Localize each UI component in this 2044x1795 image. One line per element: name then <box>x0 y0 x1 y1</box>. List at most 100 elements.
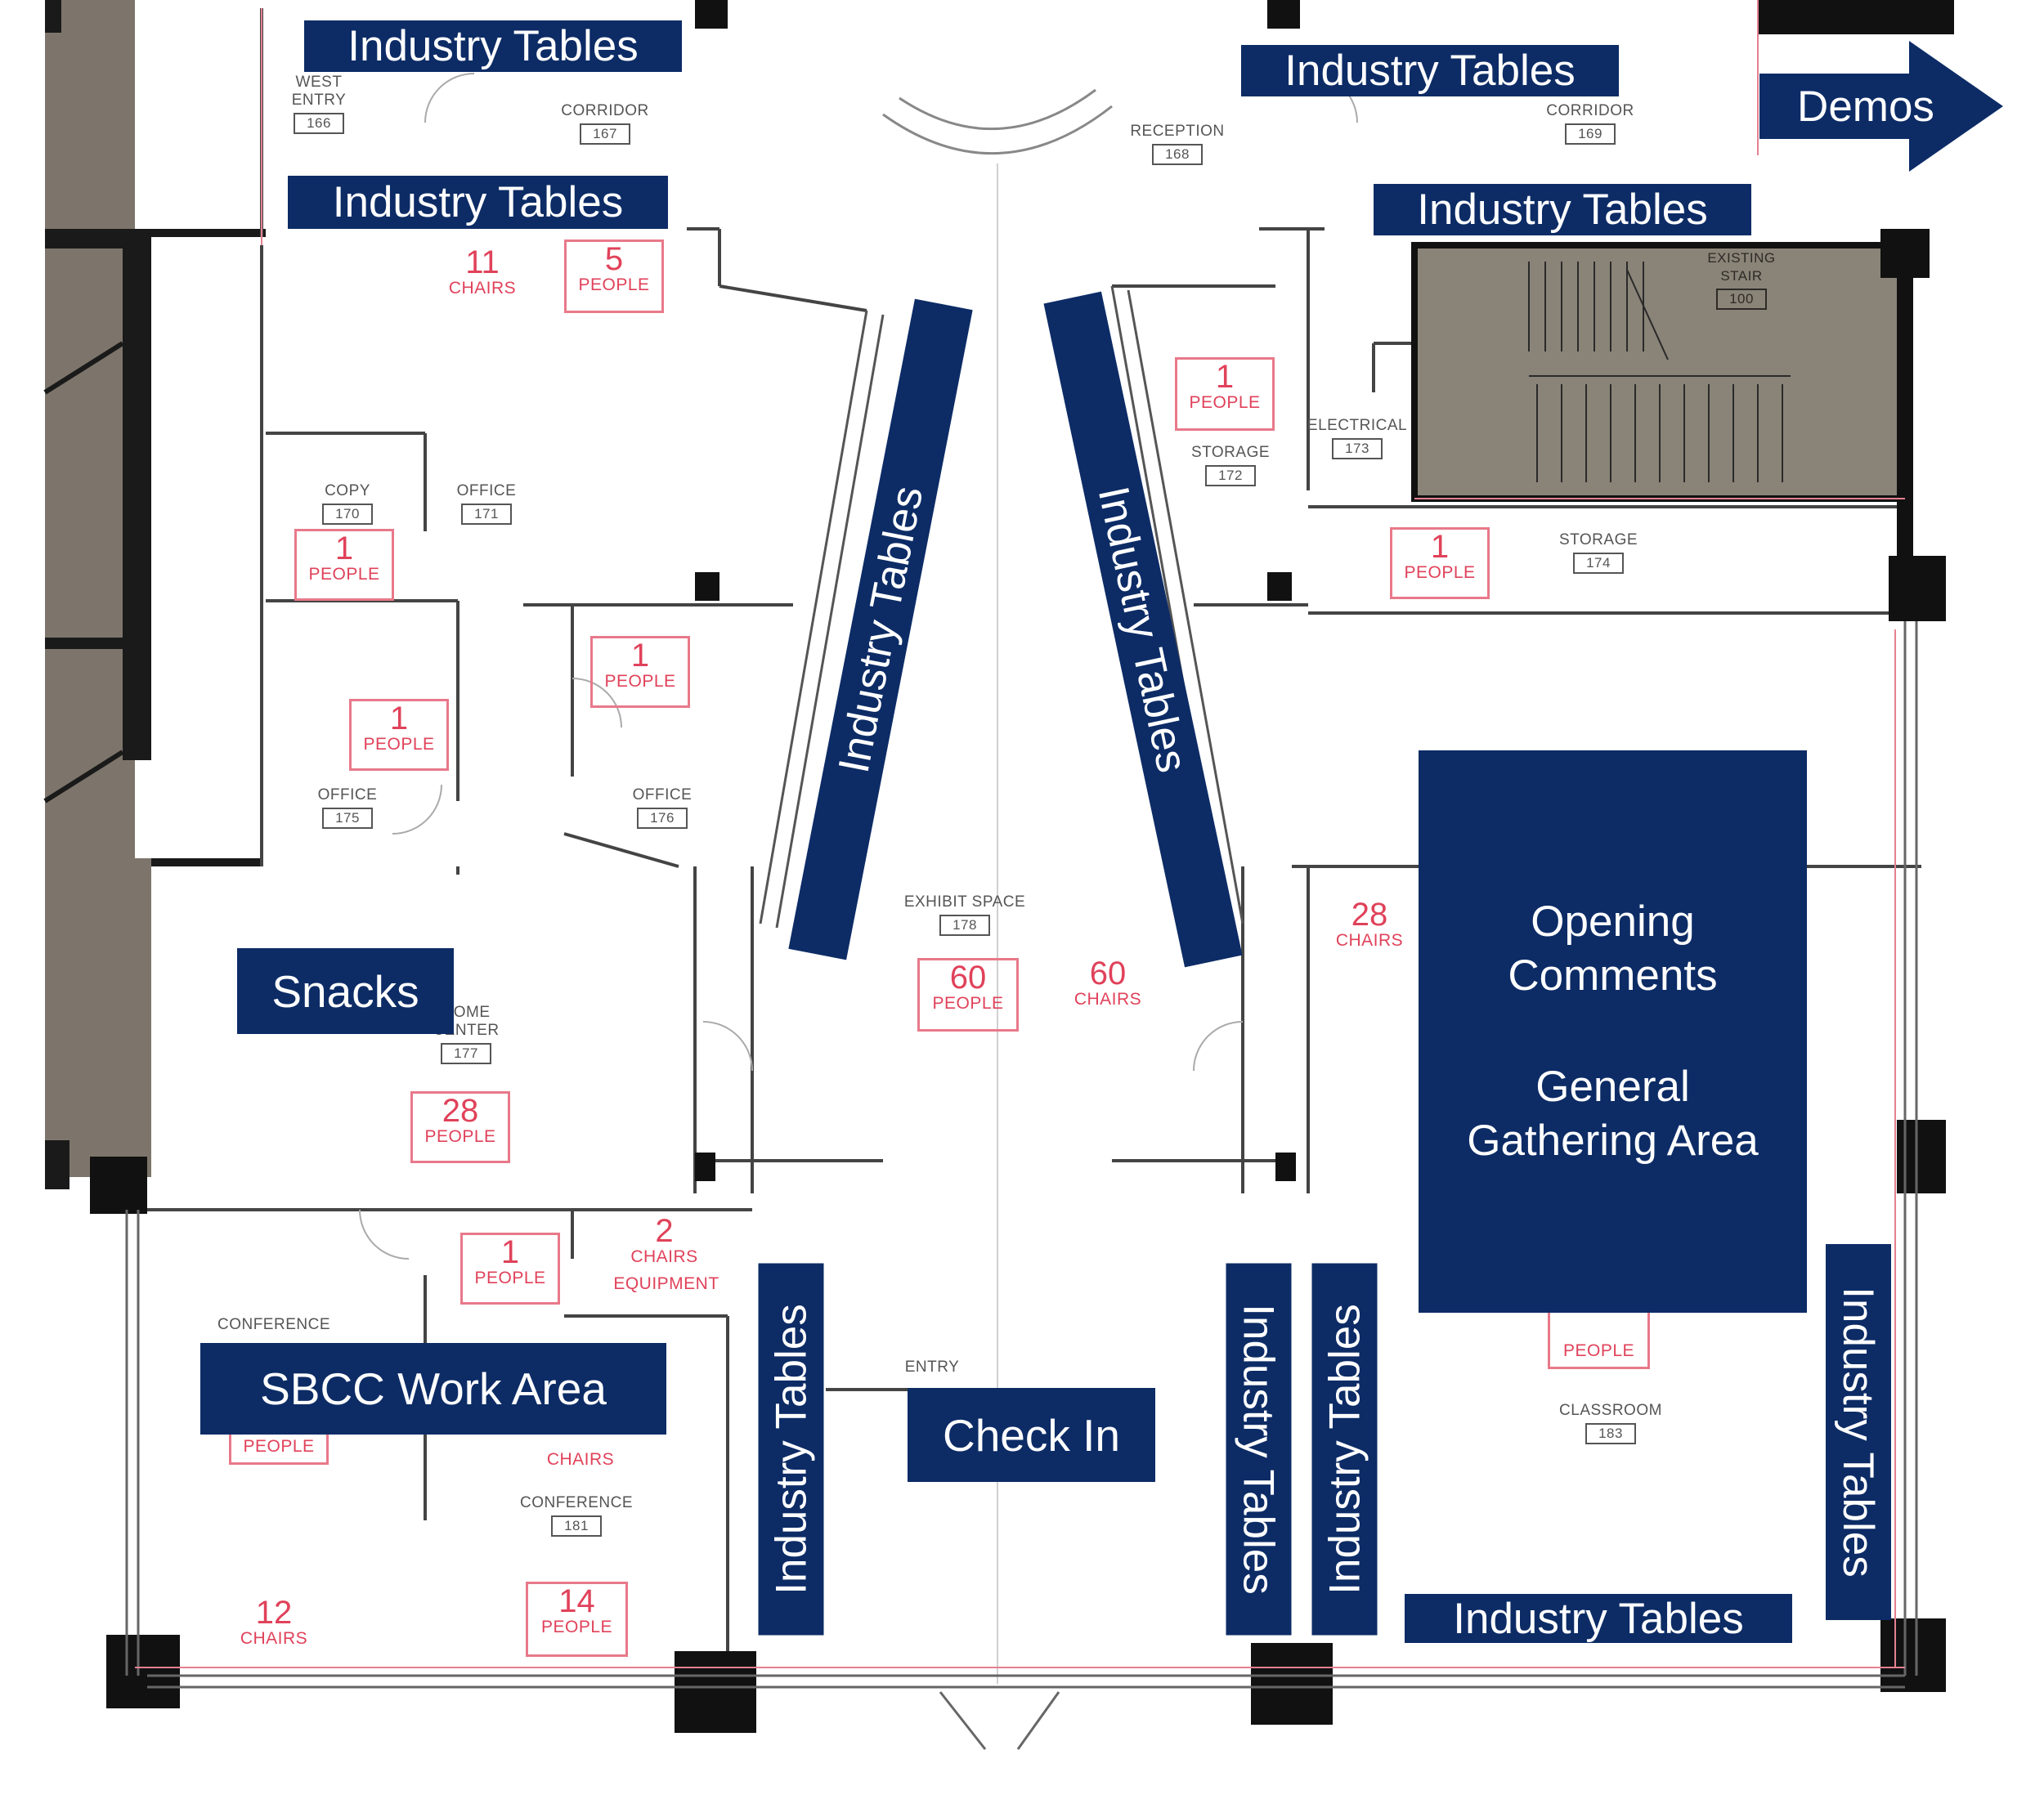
industry-tables-bottom-right-2: Industry Tables <box>1311 1263 1378 1636</box>
occupancy-people-28: 28 PEOPLE <box>410 1091 510 1163</box>
occupancy-chairs-11: 11 CHAIRS <box>442 245 523 298</box>
wall-segment <box>45 1140 69 1189</box>
industry-tables-left-upper: Industry Tables <box>288 176 668 229</box>
room-number: 178 <box>939 915 990 936</box>
label-text: Industry Tables <box>1834 1287 1883 1578</box>
opening-comments-text: Opening Comments <box>1508 898 1718 1000</box>
occupancy-unit: PEOPLE <box>243 1437 315 1456</box>
label-text: Industry Tables <box>347 22 639 70</box>
room-number: 167 <box>580 123 630 145</box>
industry-tables-bottom-right-1: Industry Tables <box>1226 1263 1292 1636</box>
occupancy-chairs-28: 28 CHAIRS <box>1325 898 1414 950</box>
occupancy-unit: CHAIRS <box>448 279 517 298</box>
room-number: 170 <box>322 504 373 525</box>
occupancy-chairs-conference: CHAIRS <box>536 1451 625 1469</box>
room-number: 171 <box>461 504 512 525</box>
west-corridor-strip-lower <box>45 858 151 1177</box>
angled-walls <box>759 285 1244 929</box>
room-number: 166 <box>294 113 344 134</box>
occupancy-unit: CHAIRS <box>630 1247 698 1266</box>
industry-tables-top-left: Industry Tables <box>304 20 682 72</box>
room-tag-storage-172: STORAGE 172 <box>1181 444 1280 486</box>
room-name: ENTRY <box>904 1359 960 1376</box>
stair-treads <box>1528 262 1791 482</box>
room-number: 181 <box>551 1515 602 1537</box>
occupancy-count: 28 <box>442 1093 479 1129</box>
label-text: Snacks <box>271 965 419 1017</box>
room-tag-office-171: OFFICE 171 <box>446 482 527 525</box>
wall-segment <box>45 638 151 649</box>
room-name: EXHIBIT SPACE <box>903 893 1026 911</box>
room-name: STORAGE <box>1190 444 1271 461</box>
room-name: CONFERENCE <box>519 1494 633 1511</box>
room-number: 183 <box>1585 1423 1636 1444</box>
occupancy-people-1-storage-174: 1 PEOPLE <box>1390 527 1490 599</box>
wall-segment <box>45 0 61 33</box>
occupancy-chairs-12: 12 CHAIRS <box>229 1596 319 1648</box>
opening-comments-general-gathering-area: Opening Comments General Gathering Area <box>1419 750 1807 1313</box>
wall-segment <box>43 341 124 395</box>
label-text: Demos <box>1797 82 1934 131</box>
occupancy-unit: CHAIRS <box>546 1450 615 1469</box>
room-number: 173 <box>1332 438 1383 459</box>
reception-desk <box>882 105 1113 155</box>
occupancy-people-1-lower: 1 PEOPLE <box>460 1233 560 1305</box>
occupancy-unit: PEOPLE <box>578 275 650 294</box>
room-tag-storage-174: STORAGE 174 <box>1549 531 1647 574</box>
demos-arrow-icon <box>1759 41 2003 172</box>
reception-desk-inner <box>899 88 1096 131</box>
industry-tables-bottom-center: Industry Tables <box>758 1263 824 1636</box>
occupancy-count: 11 <box>465 244 500 280</box>
room-tag-exhibit-space: EXHIBIT SPACE 178 <box>899 893 1030 936</box>
snacks-label: Snacks <box>237 948 454 1034</box>
check-in-label: Check In <box>908 1388 1155 1482</box>
occupancy-unit: EQUIPMENT <box>613 1274 719 1293</box>
label-text: Industry Tables <box>1284 47 1576 95</box>
room-tag-corridor-167: CORRIDOR 167 <box>548 102 662 145</box>
room-name: RECEPTION <box>1130 123 1225 140</box>
industry-tables-bottom-bar: Industry Tables <box>1405 1594 1792 1643</box>
occupancy-people-1-office: 1 PEOPLE <box>590 636 690 708</box>
occupancy-unit: CHAIRS <box>1074 990 1142 1009</box>
general-gathering-text: General Gathering Area <box>1467 1063 1759 1165</box>
occupancy-count: 14 <box>558 1583 595 1619</box>
occupancy-unit: PEOPLE <box>1189 393 1261 412</box>
occupancy-count: 60 <box>1089 956 1127 992</box>
room-tag-existing-stair: EXISTING STAIR 100 <box>1701 249 1782 310</box>
room-number: 100 <box>1716 289 1767 310</box>
room-tag-office-175: OFFICE 175 <box>307 786 388 829</box>
room-tag-copy: COPY 170 <box>311 482 384 525</box>
room-name: EXISTING STAIR <box>1707 250 1776 284</box>
occupancy-unit: PEOPLE <box>424 1127 496 1146</box>
label-text: Industry Tables <box>1417 186 1708 234</box>
occupancy-unit: CHAIRS <box>240 1629 308 1648</box>
label-text: Industry Tables <box>1453 1594 1744 1643</box>
occupancy-count: 1 <box>1215 359 1235 395</box>
label-text: Industry Tables <box>1320 1304 1369 1595</box>
room-tag-electrical: ELECTRICAL 173 <box>1304 417 1410 459</box>
room-number: 172 <box>1205 465 1256 486</box>
room-name: CLASSROOM <box>1559 1402 1662 1419</box>
occupancy-people-42: PEOPLE <box>1548 1304 1650 1369</box>
room-tag-office-176: OFFICE 176 <box>621 786 703 829</box>
label-text: Check In <box>942 1409 1121 1461</box>
room-name: ELECTRICAL <box>1307 417 1408 434</box>
occupancy-unit: PEOPLE <box>363 735 435 754</box>
room-tag-classroom: CLASSROOM 183 <box>1549 1402 1672 1444</box>
occupancy-unit: PEOPLE <box>474 1269 546 1287</box>
occupancy-count: 12 <box>255 1595 293 1631</box>
room-tag-conference-left: CONFERENCE <box>208 1316 339 1334</box>
room-name: WEST ENTRY <box>291 74 347 109</box>
label-text: Industry Tables <box>1235 1304 1283 1595</box>
occupancy-count: 1 <box>630 638 650 674</box>
sbcc-work-area-label: SBCC Work Area <box>200 1343 666 1435</box>
room-number: 169 <box>1565 123 1616 145</box>
occupancy-count: 60 <box>949 960 987 996</box>
structural-columns <box>90 0 1954 1733</box>
industry-tables-top-right: Industry Tables <box>1241 45 1619 96</box>
room-name: STORAGE <box>1558 531 1638 548</box>
room-name: CORRIDOR <box>1546 102 1634 119</box>
occupancy-people-1-copy: 1 PEOPLE <box>294 529 394 601</box>
